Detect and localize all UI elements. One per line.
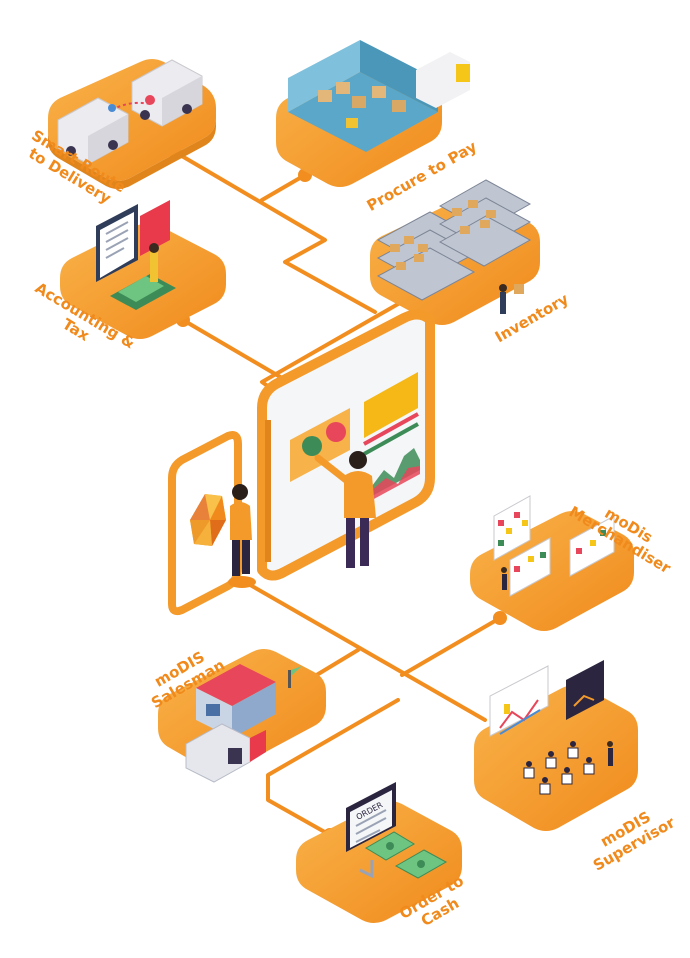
connector-order-cash [266, 698, 400, 837]
hexagon-logo-icon [190, 494, 226, 546]
store-shelves-icon [493, 495, 615, 597]
invoice-icon [96, 200, 176, 310]
shop-truck-icon [185, 664, 302, 783]
warehouse-icon [288, 40, 470, 152]
tile-merchandiser[interactable] [470, 495, 634, 631]
connector-merchandiser [400, 616, 502, 677]
central-dashboard [257, 309, 435, 581]
tile-supervisor[interactable] [474, 660, 638, 831]
person-thinking [228, 484, 256, 588]
tile-order-to-cash[interactable] [296, 782, 462, 923]
meeting-icon [489, 660, 613, 795]
connector-supervisor [243, 580, 487, 722]
node-dot [493, 611, 507, 625]
tile-accounting-tax[interactable] [60, 200, 226, 339]
person-presenting [314, 451, 376, 568]
tile-salesman[interactable] [158, 649, 326, 783]
order-cash-icon [346, 782, 448, 879]
shelves-icon [376, 179, 532, 314]
connector-procure [260, 173, 307, 202]
hexagon-panel [168, 431, 242, 616]
connector-accounting [181, 318, 284, 380]
tile-inventory[interactable] [370, 179, 540, 325]
connector-smart-route [173, 150, 377, 314]
truck-route-icon [57, 59, 203, 165]
tile-procure-to-pay[interactable] [276, 40, 470, 187]
tile-smart-route[interactable] [48, 59, 216, 189]
connector-lines [173, 150, 502, 837]
